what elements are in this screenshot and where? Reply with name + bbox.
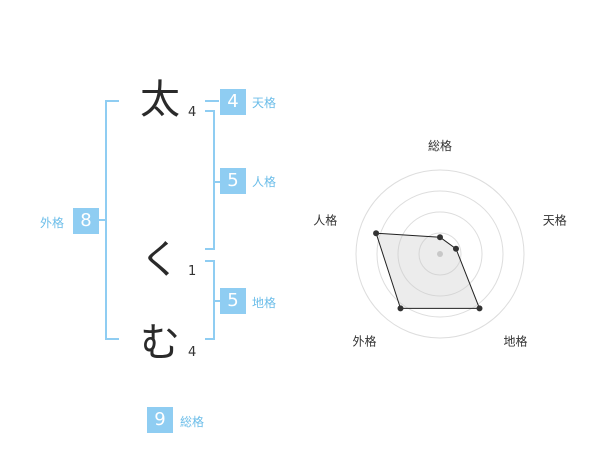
tenkaku-label: 天格 bbox=[252, 96, 277, 110]
stroke-count-2: 1 bbox=[188, 264, 197, 279]
gaikaku-bracket bbox=[105, 100, 107, 340]
gaikaku-label: 外格 bbox=[40, 216, 65, 230]
radar-axis-label-4: 外格 bbox=[352, 333, 376, 348]
radar-ring-3 bbox=[376, 190, 504, 318]
jinkaku-bracket bbox=[213, 110, 215, 250]
radar-ring-1 bbox=[418, 232, 462, 276]
jinkaku-value: 5 bbox=[220, 168, 246, 194]
radar-ring-2 bbox=[397, 211, 483, 297]
radar-center-dot bbox=[437, 251, 443, 257]
radar-axis-label-2: 天格 bbox=[543, 213, 567, 228]
name-char-3: む bbox=[140, 320, 180, 366]
radar-value-polygon bbox=[375, 232, 481, 309]
radar-ring-4 bbox=[355, 169, 525, 339]
radar-point-4 bbox=[397, 305, 404, 312]
stroke-count-3: 4 bbox=[188, 345, 197, 360]
soukaku-value: 9 bbox=[147, 407, 173, 433]
radar-point-3 bbox=[476, 305, 483, 312]
name-char-1: 太 bbox=[140, 77, 180, 123]
gaikaku-value: 8 bbox=[73, 208, 99, 234]
radar-point-1 bbox=[437, 234, 443, 241]
radar-axis-label-1: 総格 bbox=[428, 138, 452, 153]
radar-point-5 bbox=[373, 230, 380, 237]
radar-point-2 bbox=[452, 245, 459, 252]
jinkaku-label: 人格 bbox=[252, 175, 277, 189]
tenkaku-value: 4 bbox=[220, 89, 246, 115]
chikaku-label: 地格 bbox=[252, 296, 277, 310]
radar-axis-label-3: 地格 bbox=[504, 333, 528, 348]
chikaku-value: 5 bbox=[220, 288, 246, 314]
radar-axis-label-5: 人格 bbox=[313, 213, 337, 228]
name-char-2: く bbox=[140, 237, 180, 283]
soukaku-label: 総格 bbox=[180, 415, 205, 429]
stroke-count-1: 4 bbox=[188, 105, 197, 120]
tenkaku-bracket bbox=[205, 100, 219, 102]
